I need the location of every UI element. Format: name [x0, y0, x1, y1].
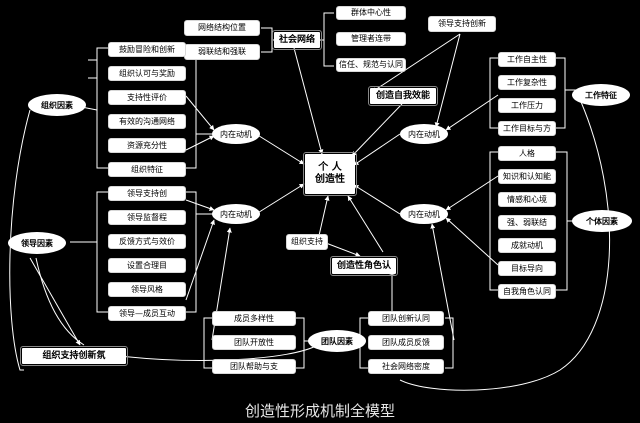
work-feature-item: 工作自主性	[498, 52, 556, 67]
org-factor-item: 组织特征	[108, 162, 186, 177]
org-factor-item: 鼓励冒险和创新	[108, 42, 186, 57]
org-factor-item: 组织认可与奖励	[108, 66, 186, 81]
work-features-oval: 工作特征	[572, 84, 630, 106]
team-factor-item: 成员多样性	[212, 311, 296, 326]
individual-creativity-node: 个 人 创造性	[303, 152, 357, 196]
leader-factor-item: 领导支持创	[108, 186, 186, 201]
social-network-right-item: 管理者连带	[336, 32, 406, 46]
team-factors-oval: 团队因素	[308, 330, 366, 352]
diagram-title: 创造性形成机制全模型	[244, 402, 395, 420]
leader-factor-item: 领导风格	[108, 282, 186, 297]
individual-factor-item: 成就动机	[498, 238, 556, 253]
team-right-item: 社会网络密度	[368, 359, 444, 374]
leader-factor-item: 领导—成员互动	[108, 306, 186, 321]
intrinsic-motivation-mid-left: 内在动机	[212, 204, 260, 224]
center-line-1: 个 人	[318, 161, 342, 173]
social-network-item: 网络结构位置	[184, 20, 260, 36]
leader-support-innovation-node: 领导支持创新	[428, 16, 496, 32]
leader-factor-item: 设置合理目	[108, 258, 186, 273]
team-factor-item: 团队帮助与支	[212, 359, 296, 374]
individual-factor-item: 目标导向	[498, 261, 556, 276]
individual-factor-item: 情感和心境	[498, 192, 556, 207]
work-feature-item: 工作目标与方	[498, 121, 556, 136]
individual-factor-item: 自我角色认同	[498, 284, 556, 299]
team-right-item: 团队创新认同	[368, 311, 444, 326]
center-line-2: 创造性	[315, 174, 345, 185]
social-network-right-item: 群体中心性	[336, 6, 406, 20]
individual-factors-oval: 个体因素	[572, 210, 632, 232]
org-support-node: 组织支持	[286, 234, 328, 250]
intrinsic-motivation-upper-right: 内在动机	[400, 124, 448, 144]
team-right-item: 团队成员反馈	[368, 335, 444, 350]
org-factors-oval: 组织因素	[28, 94, 86, 116]
individual-factor-item: 知识和认知能	[498, 169, 556, 184]
org-factor-item: 资源充分性	[108, 138, 186, 153]
social-network-item: 弱联结和强联	[184, 44, 260, 60]
creative-role-identity-hub: 创造性角色认	[330, 256, 398, 276]
org-factor-item: 有效的沟通网络	[108, 114, 186, 129]
team-factor-item: 团队开放性	[212, 335, 296, 350]
individual-factor-item: 人格	[498, 146, 556, 161]
individual-factor-item: 强、弱联结	[498, 215, 556, 230]
leader-factor-item: 领导监督程	[108, 210, 186, 225]
leader-factors-oval: 领导因素	[8, 232, 66, 254]
org-support-innovation-hub: 组织支持创新氛	[20, 346, 128, 366]
social-network-hub: 社会网络	[272, 30, 322, 50]
work-feature-item: 工作压力	[498, 98, 556, 113]
social-network-right-item: 信任、规范与认同	[336, 58, 406, 72]
intrinsic-motivation-upper-left: 内在动机	[212, 124, 260, 144]
creative-self-efficacy-hub: 创造自我效能	[368, 86, 438, 106]
leader-factor-item: 反馈方式与效价	[108, 234, 186, 249]
work-feature-item: 工作复杂性	[498, 75, 556, 90]
org-factor-item: 支持性评价	[108, 90, 186, 105]
intrinsic-motivation-mid-right: 内在动机	[400, 204, 448, 224]
